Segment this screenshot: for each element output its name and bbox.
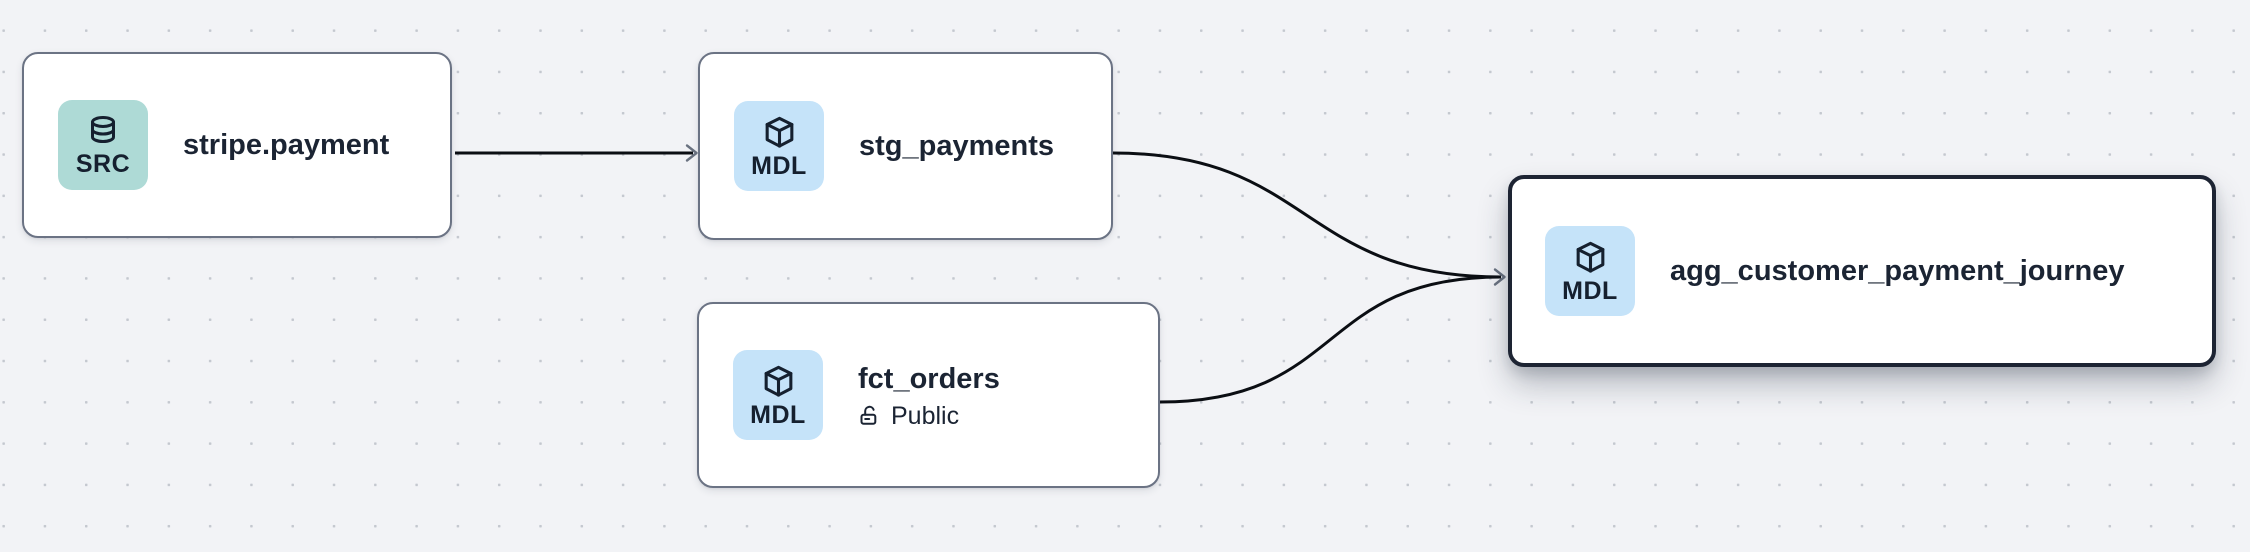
model-badge: MDL [734, 101, 824, 191]
access-label: Public [891, 401, 960, 430]
model-badge: MDL [1545, 226, 1635, 316]
edge-fct-orders-to-agg [1159, 275, 1502, 404]
arrowhead-icon [1493, 268, 1506, 286]
edge-stg-payments-to-agg [1112, 151, 1502, 279]
arrowhead-icon [685, 144, 698, 162]
node-fct-orders[interactable]: MDL fct_orders Public [697, 302, 1160, 488]
node-agg-customer-payment-journey[interactable]: MDL agg_customer_payment_journey [1508, 175, 2216, 367]
node-stg-payments[interactable]: MDL stg_payments [698, 52, 1113, 240]
badge-label: MDL [750, 400, 806, 429]
source-badge: SRC [58, 100, 148, 190]
node-stripe-payment[interactable]: SRC stripe.payment [22, 52, 452, 238]
badge-label: MDL [751, 151, 807, 180]
lock-open-icon [860, 405, 877, 425]
cube-icon [765, 116, 793, 148]
cube-icon [1576, 241, 1604, 273]
node-title: fct_orders [858, 363, 1000, 396]
badge-label: MDL [1562, 276, 1618, 305]
model-badge: MDL [733, 350, 823, 440]
node-title: agg_customer_payment_journey [1670, 254, 2125, 287]
node-title: stripe.payment [183, 128, 390, 161]
node-title: stg_payments [859, 129, 1055, 162]
badge-label: SRC [75, 150, 131, 178]
database-icon [91, 116, 115, 143]
access-row: Public [858, 401, 1000, 430]
cube-icon [764, 365, 792, 397]
